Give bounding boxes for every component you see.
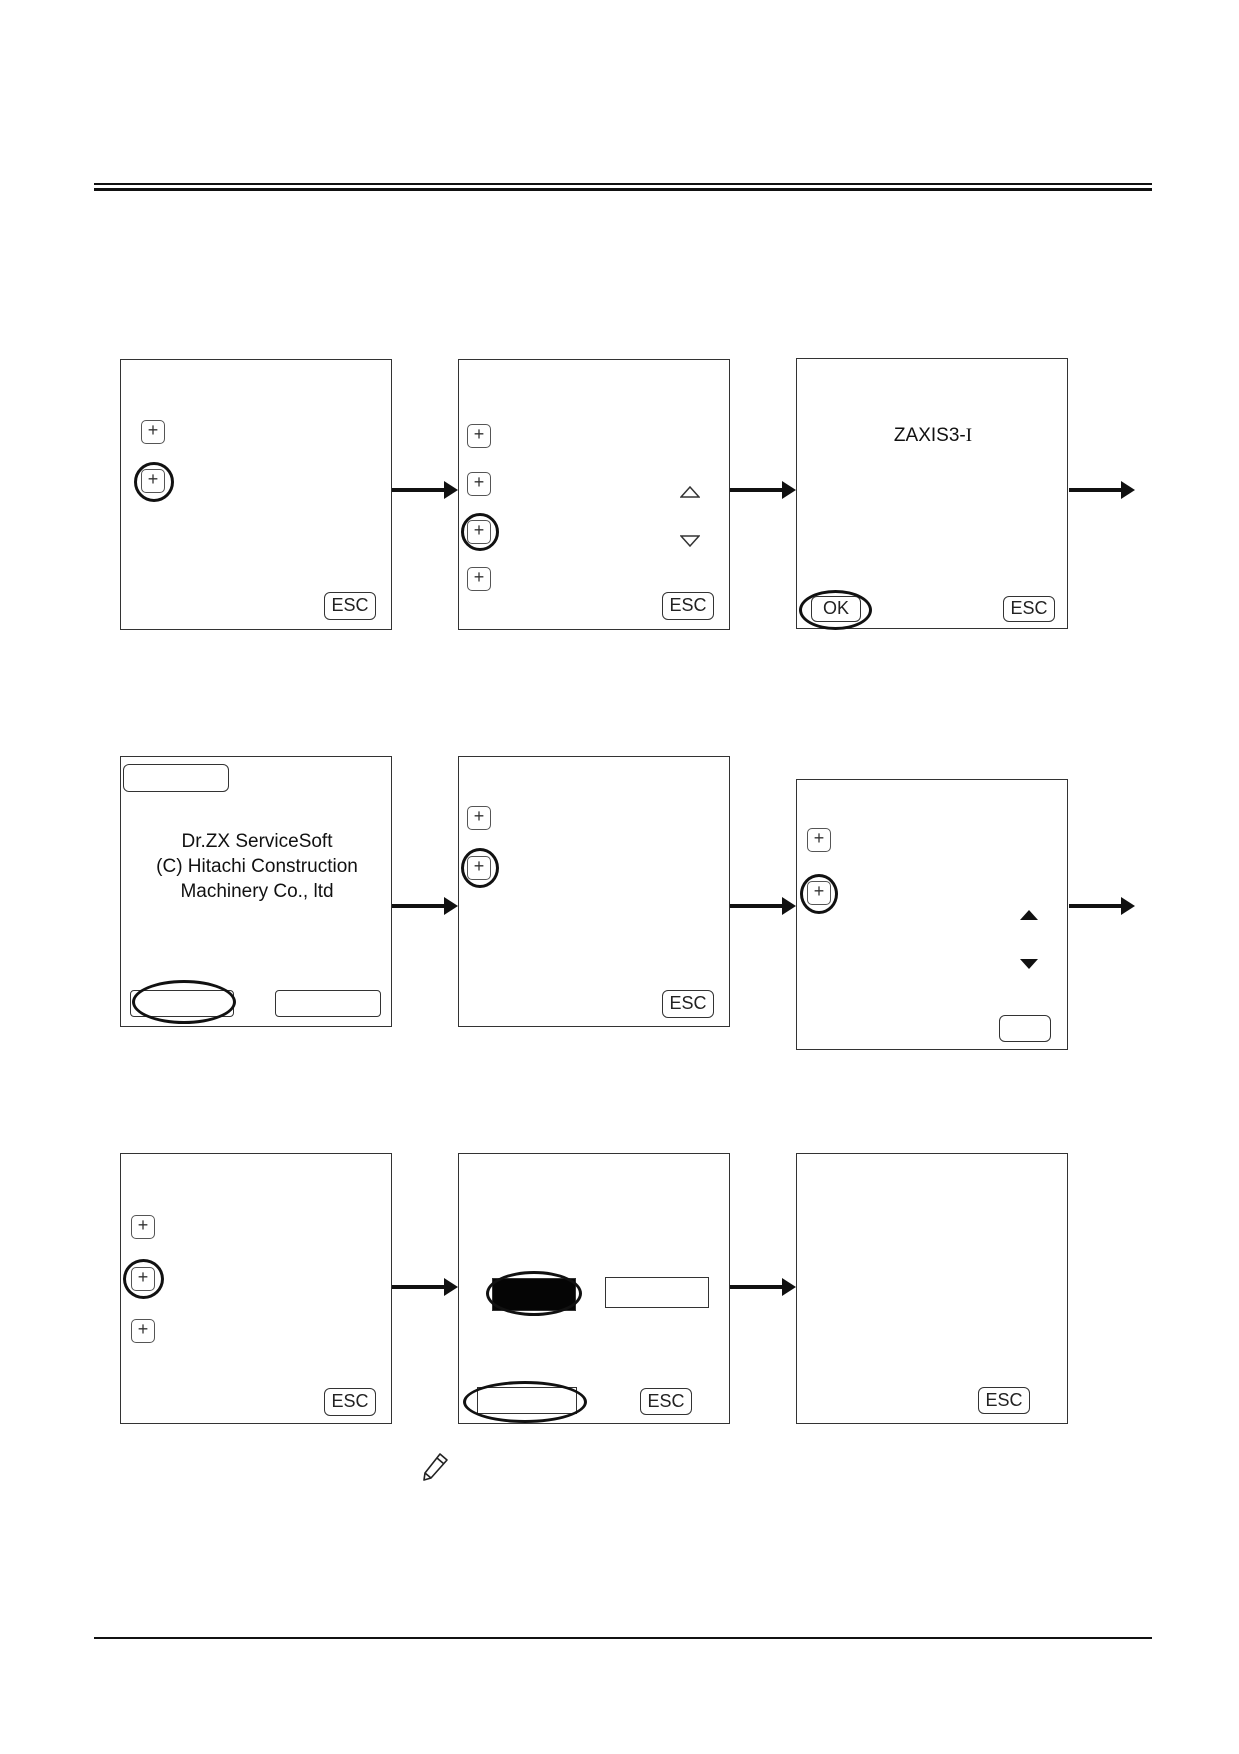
selection-circle	[123, 1259, 164, 1299]
scroll-down-icon[interactable]	[680, 535, 700, 547]
plus-button[interactable]: +	[467, 806, 491, 830]
esc-button[interactable]: ESC	[978, 1387, 1030, 1414]
top-left-button[interactable]	[123, 764, 229, 792]
screen-2: + + + + ESC	[458, 359, 730, 630]
plus-button[interactable]: +	[467, 567, 491, 591]
model-name: ZAXIS3-I	[893, 425, 973, 446]
plus-button[interactable]: +	[467, 472, 491, 496]
selection-circle	[132, 980, 236, 1024]
screen-6: + +	[796, 779, 1068, 1050]
right-action-button[interactable]	[275, 990, 381, 1017]
screen-1: + + ESC	[120, 359, 392, 630]
screen-3: ZAXIS3-I OK ESC	[796, 358, 1068, 630]
selection-circle	[461, 513, 499, 551]
pencil-icon	[423, 1453, 448, 1481]
plus-button[interactable]: +	[131, 1319, 155, 1343]
scroll-up-icon[interactable]	[1019, 909, 1039, 921]
splash-line-3: Machinery Co., ltd	[180, 881, 334, 902]
selection-circle	[486, 1271, 582, 1316]
selection-circle	[800, 874, 838, 914]
scroll-up-icon[interactable]	[680, 486, 700, 498]
screen-9: ESC	[796, 1153, 1068, 1424]
flow-arrow	[730, 897, 796, 915]
selection-circle	[463, 1381, 587, 1423]
flow-arrow	[1069, 481, 1135, 499]
esc-button[interactable]: ESC	[662, 990, 714, 1018]
flow-arrow	[392, 897, 458, 915]
screen-7: + + + ESC	[120, 1153, 392, 1424]
screen-4: Dr.ZX ServiceSoft (C) Hitachi Constructi…	[120, 756, 392, 1027]
flow-arrow	[392, 1278, 458, 1296]
flow-arrow	[1069, 897, 1135, 915]
small-button[interactable]	[999, 1015, 1051, 1042]
esc-button[interactable]: ESC	[640, 1388, 692, 1415]
header-rule-thick	[94, 188, 1152, 191]
plus-button[interactable]: +	[467, 424, 491, 448]
footer-rule	[94, 1637, 1152, 1639]
esc-button[interactable]: ESC	[1003, 596, 1055, 622]
flow-arrow	[730, 1278, 796, 1296]
selection-circle	[134, 462, 174, 502]
plus-button[interactable]: +	[141, 420, 165, 444]
splash-line-1: Dr.ZX ServiceSoft	[181, 831, 333, 852]
plus-button[interactable]: +	[807, 828, 831, 852]
screen-5: + + ESC	[458, 756, 730, 1027]
plus-button[interactable]: +	[131, 1215, 155, 1239]
model-suffix: I	[965, 425, 973, 446]
splash-line-2: (C) Hitachi Construction	[156, 856, 358, 877]
flow-arrow	[730, 481, 796, 499]
selection-circle	[461, 848, 499, 888]
header-rule-thin	[94, 183, 1152, 185]
selection-circle	[799, 590, 872, 630]
esc-button[interactable]: ESC	[662, 592, 714, 620]
screen-8: ESC	[458, 1153, 730, 1424]
option-field[interactable]	[605, 1277, 709, 1308]
flow-arrow	[392, 481, 458, 499]
esc-button[interactable]: ESC	[324, 592, 376, 620]
scroll-down-icon[interactable]	[1019, 958, 1039, 970]
esc-button[interactable]: ESC	[324, 1388, 376, 1416]
